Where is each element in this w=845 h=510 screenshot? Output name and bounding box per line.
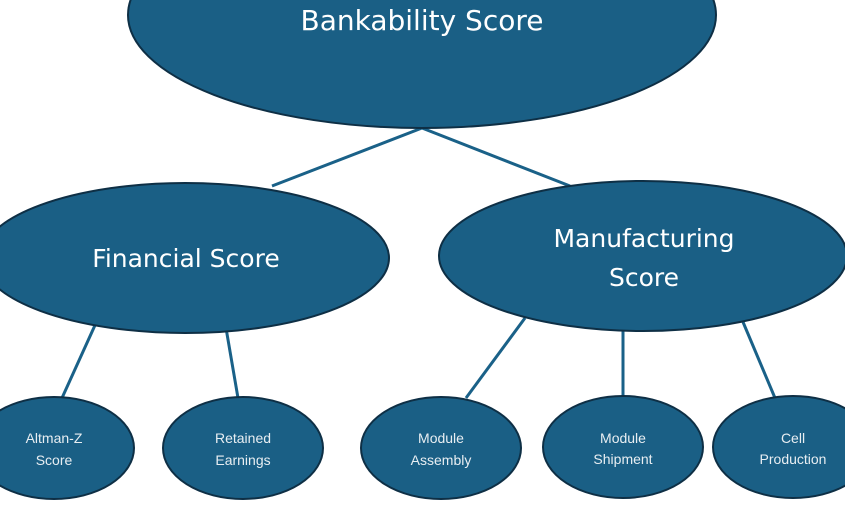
node-manufacturing-score: Manufacturing Score (438, 180, 845, 332)
node-shape (162, 396, 324, 500)
node-shape (360, 396, 522, 500)
node-shape (712, 395, 845, 499)
node-altman-z-score: Altman-Z Score (0, 396, 135, 500)
node-retained-earnings: Retained Earnings (162, 396, 324, 500)
node-label-line-1: Retained (215, 430, 271, 446)
node-label-line-1: Altman-Z (26, 430, 83, 446)
edge-financial-retained (224, 327, 240, 399)
node-shape (127, 0, 717, 129)
node-bankability-score: Bankability Score (127, 0, 717, 129)
node-module-assembly: Module Assembly (360, 396, 522, 500)
node-financial-score: Financial Score (0, 182, 390, 334)
node-shape (0, 396, 135, 500)
edge-manufacturing-cell-production (741, 321, 777, 399)
edge-bankability-financial (271, 126, 423, 188)
edge-bankability-manufacturing (421, 126, 571, 188)
node-label-line-1: Manufacturing (553, 224, 734, 253)
edges (60, 126, 777, 399)
node-label-line-2: Score (609, 263, 679, 292)
node-label-line-1: Module (418, 430, 464, 446)
node-cell-production: Cell Production (712, 395, 845, 499)
node-shape (542, 395, 704, 499)
node-label-line-2: Score (36, 452, 73, 468)
node-label-line-2: Production (760, 451, 827, 467)
node-label: Financial Score (92, 244, 279, 273)
node-label-line-2: Shipment (593, 451, 652, 467)
node-label-line-1: Module (600, 430, 646, 446)
edge-financial-altman (60, 322, 98, 399)
edge-manufacturing-module-assembly (464, 317, 527, 399)
node-label: Bankability Score (301, 4, 544, 37)
node-label-line-1: Cell (781, 430, 805, 446)
node-module-shipment: Module Shipment (542, 395, 704, 499)
node-shape (0, 182, 390, 334)
node-label-line-2: Earnings (215, 452, 270, 468)
node-label-line-2: Assembly (411, 452, 472, 468)
node-shape (438, 180, 845, 332)
